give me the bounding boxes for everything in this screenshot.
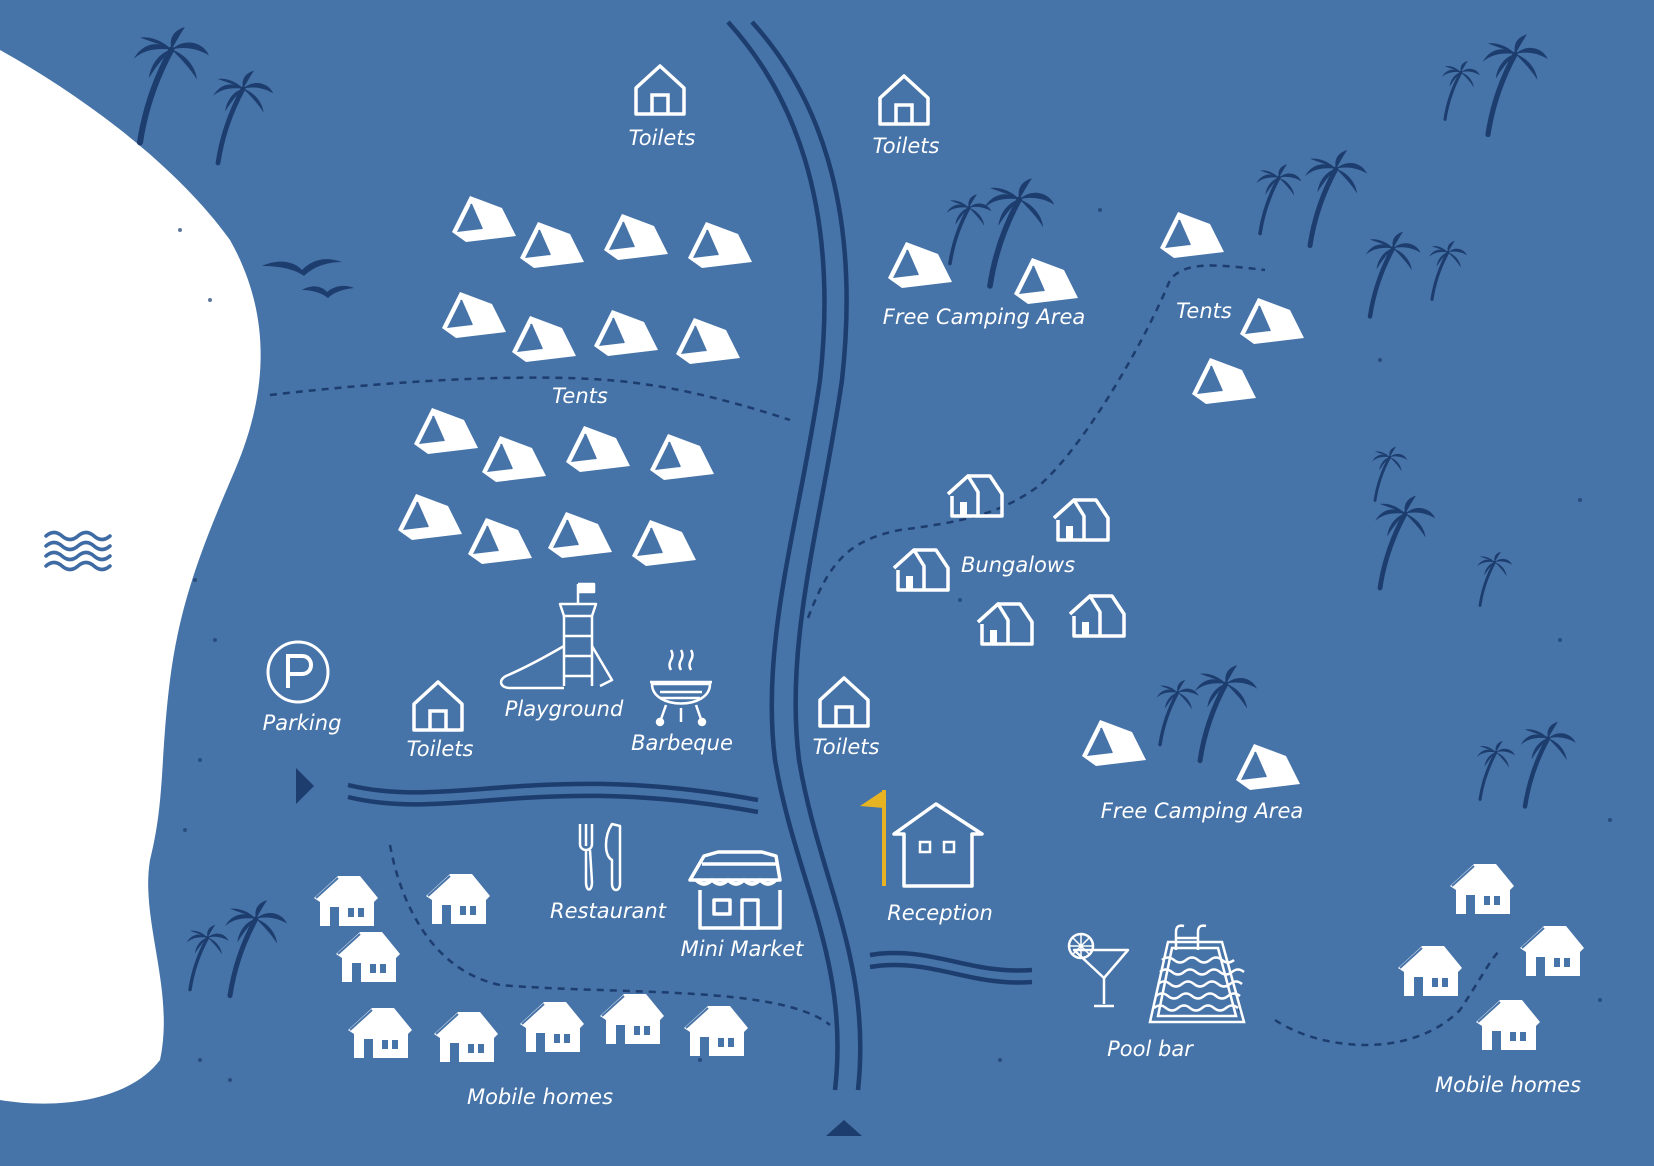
reception-label: Reception bbox=[887, 901, 993, 925]
entrance-arrow-icon bbox=[296, 768, 314, 804]
parking-icon bbox=[266, 640, 330, 704]
free-camping-area-label: Free Camping Area bbox=[883, 305, 1085, 329]
mobile-homes-label: Mobile homes bbox=[1435, 1073, 1581, 1097]
barbeque-label: Barbeque bbox=[631, 731, 733, 755]
swimming-pool-icon bbox=[1148, 924, 1246, 1024]
fork-knife-icon bbox=[578, 822, 622, 892]
playground-label: Playground bbox=[505, 697, 624, 721]
tents-label: Tents bbox=[552, 384, 608, 408]
shop-icon bbox=[688, 850, 782, 930]
toilets-label: Toilets bbox=[407, 737, 474, 761]
toilets-label: Toilets bbox=[813, 735, 880, 759]
reception-building-icon bbox=[860, 790, 984, 888]
seagull-icon bbox=[262, 259, 354, 298]
toilets-label: Toilets bbox=[629, 126, 696, 150]
footpaths bbox=[269, 264, 1501, 1047]
toilets-label: Toilets bbox=[873, 134, 940, 158]
mobile-homes-label: Mobile homes bbox=[467, 1085, 613, 1109]
waves-icon bbox=[44, 530, 112, 572]
entrance-arrow-icon bbox=[826, 1120, 862, 1136]
left-road bbox=[347, 781, 759, 815]
free-camping-area-label: Free Camping Area bbox=[1101, 799, 1303, 823]
mini-market-label: Mini Market bbox=[681, 937, 804, 961]
playground-icon bbox=[499, 582, 614, 690]
tents-label: Tents bbox=[1176, 299, 1232, 323]
sand-dots bbox=[178, 208, 1612, 1082]
right-road bbox=[869, 950, 1033, 985]
bungalows-label: Bungalows bbox=[961, 553, 1075, 577]
parking-label: Parking bbox=[263, 711, 342, 735]
main-road bbox=[726, 20, 863, 1091]
pool-bar-label: Pool bar bbox=[1107, 1037, 1194, 1061]
cocktail-icon bbox=[1067, 932, 1130, 1008]
grill-icon bbox=[650, 649, 712, 727]
beach bbox=[0, 50, 261, 1104]
restaurant-label: Restaurant bbox=[550, 899, 667, 923]
